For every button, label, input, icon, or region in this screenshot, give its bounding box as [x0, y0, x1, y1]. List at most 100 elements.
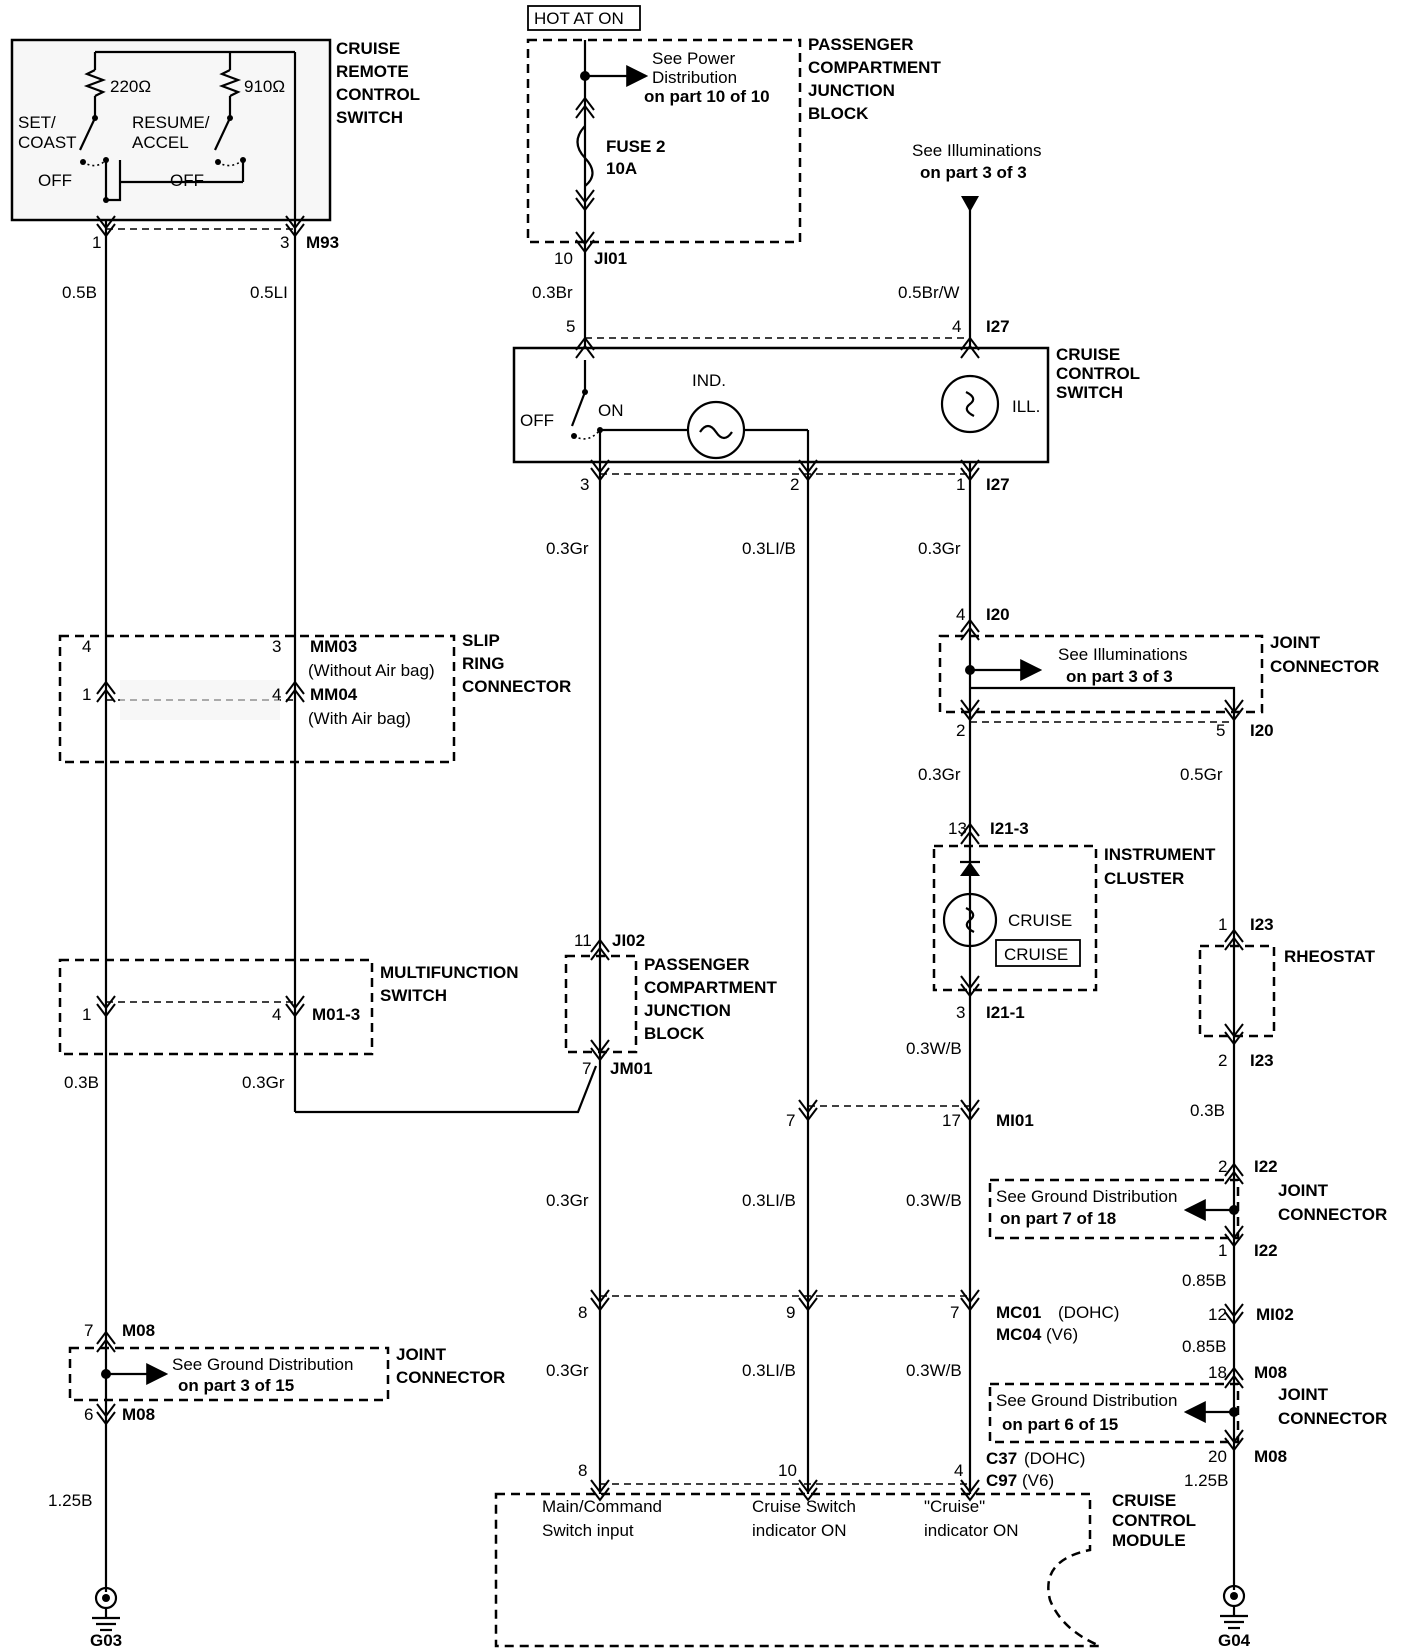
svg-text:I21-1: I21-1	[986, 1003, 1025, 1022]
remote-switch-labels: 220Ω 910Ω SET/ COAST RESUME/ ACCEL OFF O…	[18, 77, 285, 190]
svg-text:13: 13	[948, 819, 967, 838]
svg-text:0.3W/B: 0.3W/B	[906, 1361, 962, 1380]
svg-text:8: 8	[578, 1303, 587, 1322]
svg-text:0.3Gr: 0.3Gr	[918, 539, 961, 558]
multifunction-title: MULTIFUNCTION SWITCH	[380, 963, 519, 1005]
svg-text:See Illuminations: See Illuminations	[912, 141, 1041, 160]
svg-text:CONNECTOR: CONNECTOR	[1278, 1205, 1387, 1224]
hot-at-on-label: HOT AT ON	[534, 9, 624, 28]
svg-text:CONNECTOR: CONNECTOR	[1278, 1409, 1387, 1428]
joint-i20-title: JOINT CONNECTOR	[1270, 633, 1379, 676]
joint-m08-right-note: See Ground Distribution on part 6 of 15	[996, 1391, 1177, 1434]
svg-text:JUNCTION: JUNCTION	[808, 81, 895, 100]
joint-i20-internals	[965, 659, 1043, 681]
svg-text:10: 10	[778, 1461, 797, 1480]
svg-text:CRUISE: CRUISE	[1112, 1491, 1176, 1510]
svg-text:0.5B: 0.5B	[62, 283, 97, 302]
svg-text:OFF: OFF	[170, 171, 204, 190]
svg-text:OFF: OFF	[520, 411, 554, 430]
svg-text:COAST: COAST	[18, 133, 77, 152]
svg-text:1: 1	[1218, 1241, 1227, 1260]
svg-text:1: 1	[956, 475, 965, 494]
pcjb-top-title: PASSENGER COMPARTMENT JUNCTION BLOCK	[808, 35, 941, 123]
svg-text:0.3W/B: 0.3W/B	[906, 1191, 962, 1210]
svg-text:See Ground Distribution: See Ground Distribution	[996, 1391, 1177, 1410]
ccm-title: CRUISE CONTROL MODULE	[1112, 1491, 1196, 1550]
multifunction-box	[58, 958, 374, 1056]
svg-text:I27: I27	[986, 475, 1010, 494]
svg-text:ILL.: ILL.	[1012, 397, 1040, 416]
svg-text:0.85B: 0.85B	[1182, 1271, 1226, 1290]
svg-text:Main/Command: Main/Command	[542, 1497, 662, 1516]
cruise-switch-title: CRUISE CONTROL SWITCH	[1056, 345, 1140, 402]
svg-text:on part 3 of 15: on part 3 of 15	[178, 1376, 294, 1395]
cruise-switch-labels: OFF ON IND. ILL.	[520, 371, 1040, 430]
svg-text:0.3Gr: 0.3Gr	[918, 765, 961, 784]
ccm-pin-labels: Main/Command Switch input Cruise Switch …	[542, 1497, 1018, 1540]
svg-text:M08: M08	[122, 1405, 155, 1424]
instrument-cluster-box	[932, 844, 1098, 992]
svg-text:on part 3 of 3: on part 3 of 3	[920, 163, 1027, 182]
svg-text:CLUSTER: CLUSTER	[1104, 869, 1184, 888]
svg-text:8: 8	[578, 1461, 587, 1480]
joint-i22-note: See Ground Distribution on part 7 of 18	[996, 1187, 1177, 1228]
svg-text:7: 7	[582, 1059, 591, 1078]
svg-text:5: 5	[566, 317, 575, 336]
svg-text:JOINT: JOINT	[1278, 1385, 1329, 1404]
remote-switch-title: CRUISE REMOTE CONTROL SWITCH	[336, 39, 420, 127]
svg-text:CONNECTOR: CONNECTOR	[396, 1368, 505, 1387]
svg-text:(With Air bag): (With Air bag)	[308, 709, 411, 728]
svg-text:0.3B: 0.3B	[1190, 1101, 1225, 1120]
joint-m08-right-title: JOINT CONNECTOR	[1278, 1385, 1387, 1428]
svg-text:(DOHC): (DOHC)	[1058, 1303, 1119, 1322]
svg-text:6: 6	[84, 1405, 93, 1424]
svg-text:4: 4	[952, 317, 961, 336]
svg-text:1: 1	[82, 685, 91, 704]
pcjb-top-box	[526, 38, 802, 244]
svg-text:RING: RING	[462, 654, 505, 673]
svg-text:4: 4	[82, 637, 91, 656]
svg-text:5: 5	[1216, 721, 1225, 740]
svg-text:0.3Br: 0.3Br	[532, 283, 573, 302]
svg-text:10: 10	[554, 249, 573, 268]
svg-text:OFF: OFF	[38, 171, 72, 190]
svg-text:2: 2	[1218, 1157, 1227, 1176]
svg-text:3: 3	[272, 637, 281, 656]
svg-text:SWITCH: SWITCH	[1056, 383, 1123, 402]
cruise-switch-box	[512, 346, 1050, 464]
svg-text:I23: I23	[1250, 915, 1274, 934]
svg-text:See Ground Distribution: See Ground Distribution	[996, 1187, 1177, 1206]
ground-joints	[101, 1199, 1239, 1423]
joint-i22-title: JOINT CONNECTOR	[1278, 1181, 1387, 1224]
rheostat-title: RHEOSTAT	[1284, 947, 1376, 966]
svg-text:CRUISE: CRUISE	[1056, 345, 1120, 364]
instrument-cluster-internals	[942, 860, 1081, 967]
cruise-lamp	[942, 892, 998, 948]
svg-text:1.25B: 1.25B	[1184, 1471, 1228, 1490]
svg-text:7: 7	[950, 1303, 959, 1322]
ground-g03-label: G03	[90, 1631, 122, 1650]
cruise-indicator-label: CRUISE	[1004, 945, 1068, 964]
svg-text:JOINT: JOINT	[396, 1345, 447, 1364]
svg-text:4: 4	[272, 1005, 281, 1024]
joint-i20-note: See Illuminations on part 3 of 3	[1058, 645, 1187, 686]
ind-lamp	[686, 400, 746, 460]
svg-text:JUNCTION: JUNCTION	[644, 1001, 731, 1020]
svg-text:12: 12	[1208, 1305, 1227, 1324]
svg-text:11: 11	[574, 931, 592, 950]
svg-text:4: 4	[954, 1461, 963, 1480]
ccm-box	[494, 1492, 1101, 1648]
svg-text:3: 3	[580, 475, 589, 494]
svg-text:9: 9	[786, 1303, 795, 1322]
svg-text:ACCEL: ACCEL	[132, 133, 189, 152]
ill-lamp	[940, 374, 1000, 434]
svg-text:MI02: MI02	[1256, 1305, 1294, 1324]
svg-text:0.5Gr: 0.5Gr	[1180, 765, 1223, 784]
svg-text:18: 18	[1208, 1363, 1227, 1382]
svg-text:0.3LI/B: 0.3LI/B	[742, 1191, 796, 1210]
svg-text:JOINT: JOINT	[1278, 1181, 1329, 1200]
svg-text:CONTROL: CONTROL	[1112, 1511, 1196, 1530]
hot-at-on-box	[527, 5, 641, 31]
svg-text:0.85B: 0.85B	[1182, 1337, 1226, 1356]
